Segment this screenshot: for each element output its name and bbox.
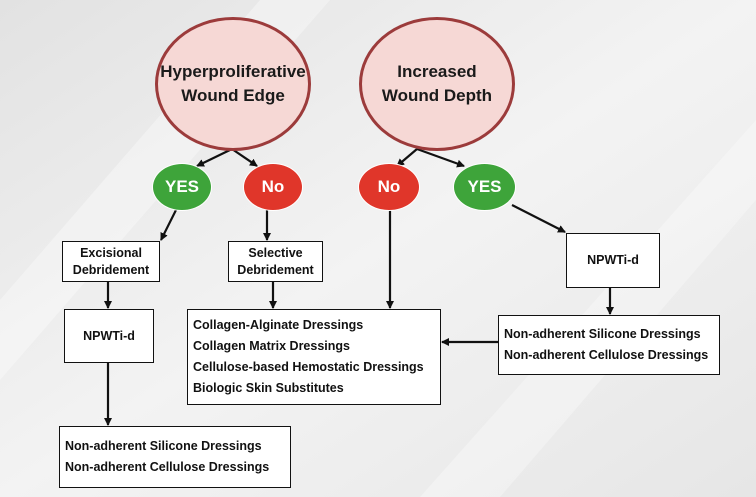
- box-line: Excisional: [80, 245, 142, 260]
- selective-debridement-box: Selective Debridement: [228, 241, 323, 282]
- right-nonadherent-dressings-box: Non-adherent Silicone Dressings Non-adhe…: [498, 315, 720, 375]
- right-no-decision: No: [358, 163, 420, 211]
- dressing-item: Biologic Skin Substitutes: [193, 381, 344, 395]
- arrow-ryes-to-npwtid: [511, 204, 566, 233]
- left-npwtid-box: NPWTi-d: [64, 309, 154, 363]
- box-line: Debridement: [72, 262, 150, 277]
- right-npwtid-box: NPWTi-d: [566, 233, 660, 288]
- decision-label: No: [377, 177, 401, 196]
- arrow-right-to-yes: [416, 147, 465, 168]
- dressing-item: Cellulose-based Hemostatic Dressings: [193, 360, 424, 374]
- arrow-right-to-no: [396, 148, 418, 167]
- question-text: Increased Wound Depth: [381, 62, 493, 105]
- dressing-item: Non-adherent Cellulose Dressings: [65, 460, 270, 474]
- box-line: Selective: [248, 245, 303, 260]
- arrow-yes-to-excisional: [160, 207, 178, 241]
- question-hyperproliferative-wound-edge: Hyperproliferative Wound Edge: [155, 17, 311, 151]
- box-line: NPWTi-d: [587, 253, 639, 267]
- dressing-item: Non-adherent Silicone Dressings: [504, 327, 701, 341]
- left-yes-decision: YES: [152, 163, 212, 211]
- question-increased-wound-depth: Increased Wound Depth: [359, 17, 515, 151]
- dressing-item: Non-adherent Cellulose Dressings: [504, 348, 709, 362]
- left-nonadherent-dressings-box: Non-adherent Silicone Dressings Non-adhe…: [59, 426, 291, 488]
- dressing-item: Non-adherent Silicone Dressings: [65, 439, 262, 453]
- arrow-left-to-no: [231, 148, 258, 167]
- box-line: NPWTi-d: [83, 328, 135, 343]
- left-no-decision: No: [243, 163, 303, 211]
- right-yes-decision: YES: [453, 163, 516, 211]
- dressing-item: Collagen-Alginate Dressings: [193, 318, 364, 332]
- arrow-left-to-yes: [196, 148, 233, 167]
- question-text: Hyperproliferative Wound Edge: [160, 62, 306, 105]
- box-line: Debridement: [237, 262, 314, 277]
- decision-label: YES: [164, 177, 200, 196]
- excisional-debridement-box: Excisional Debridement: [62, 241, 160, 282]
- dressing-item: Collagen Matrix Dressings: [193, 339, 350, 353]
- decision-label: YES: [467, 177, 502, 196]
- decision-label: No: [261, 177, 285, 196]
- collagen-dressings-box: Collagen-Alginate Dressings Collagen Mat…: [187, 309, 441, 405]
